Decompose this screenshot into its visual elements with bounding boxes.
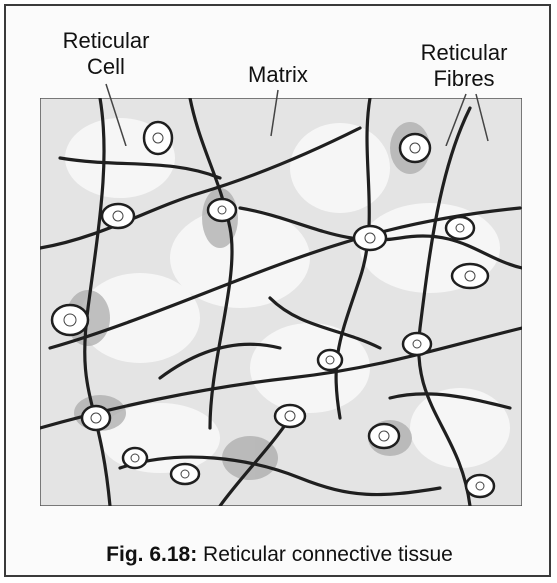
reticular-cell-nucleus [466,475,494,497]
reticular-cell-nucleus [52,305,88,335]
reticular-cell-nucleus [82,406,110,430]
figure-frame: Reticular Cell Matrix Reticular Fibres [4,4,551,577]
reticular-cell-nucleus [354,226,386,250]
reticular-cell-nucleus [171,464,199,484]
reticular-cell-nucleus [403,333,431,355]
reticular-cell-nucleus [318,350,342,370]
reticular-cell-nucleus [275,405,305,427]
label-leader-lines [6,6,553,146]
reticular-cell-nucleus [369,424,399,448]
reticular-cell-nucleus [452,264,488,288]
figure-caption: Fig. 6.18: Reticular connective tissue [6,543,553,567]
reticular-tissue-illustration [40,98,522,506]
caption-figure-number: Fig. 6.18: [106,543,197,566]
reticular-cell-nucleus [208,199,236,221]
reticular-cell-nucleus [446,217,474,239]
caption-text: Reticular connective tissue [197,543,453,566]
reticular-cell-nucleus [123,448,147,468]
reticular-cell-nucleus [102,204,134,228]
